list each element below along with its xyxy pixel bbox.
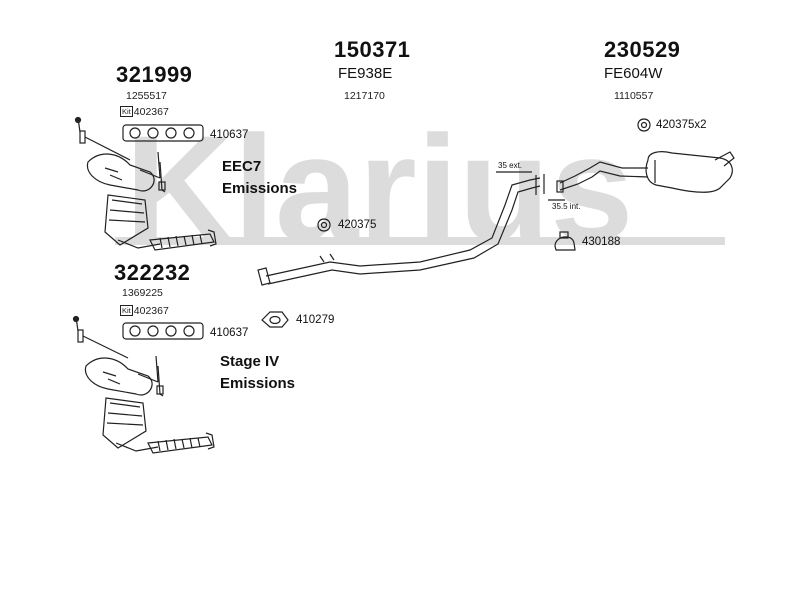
catalyst-assembly-2 xyxy=(72,315,215,454)
catalyst-1-part-number: 321999 xyxy=(116,62,193,87)
kit-label: Kit xyxy=(120,305,133,316)
rubber-mount-centre xyxy=(317,218,331,232)
catalyst-2-part-number: 322232 xyxy=(114,260,191,285)
catalyst-2-note-line2: Emissions xyxy=(220,375,296,392)
centre-pipe-part-number: 150371 xyxy=(334,37,411,62)
gasket-strip-2 xyxy=(122,322,204,340)
flange-gasket-number: 410279 xyxy=(296,314,335,326)
catalyst-1-note-line1: EEC7 xyxy=(222,158,262,175)
centre-pipe-oe-number: 1217170 xyxy=(344,90,385,102)
clamp-number: 430188 xyxy=(582,236,621,248)
catalyst-2-note-line1: Stage IV xyxy=(220,353,280,370)
dimension-ext: 35 ext. xyxy=(498,161,523,170)
catalyst-1-oe-number: 1255517 xyxy=(126,90,167,102)
kit-label: Kit xyxy=(120,106,133,117)
catalyst-1-gasket-number: 410637 xyxy=(210,129,249,141)
centre-pipe-code: FE938E xyxy=(338,65,393,82)
catalyst-assembly-1 xyxy=(74,116,217,251)
catalyst-1-note-line2: Emissions xyxy=(222,180,298,197)
centre-pipe xyxy=(257,177,541,286)
gasket-strip-1 xyxy=(122,124,204,142)
clamp-part xyxy=(554,231,576,251)
catalyst-2-oe-number: 1369225 xyxy=(122,287,163,299)
centre-mount-number: 420375 xyxy=(338,219,377,231)
rear-silencer xyxy=(496,151,735,201)
rubber-mount-rear xyxy=(637,118,651,132)
catalyst-2-gasket-number: 410637 xyxy=(210,327,249,339)
rear-mount-number: 420375x2 xyxy=(656,119,707,131)
kit-number: 402367 xyxy=(133,106,169,118)
dimension-int: 35.5 int. xyxy=(552,202,581,211)
flange-gasket xyxy=(261,311,289,328)
kit-number: 402367 xyxy=(133,305,169,317)
rear-box-code: FE604W xyxy=(604,65,663,82)
rear-box-part-number: 230529 xyxy=(604,37,681,62)
klarius-watermark: Klarius xyxy=(115,125,725,265)
rear-box-oe-number: 1110557 xyxy=(614,90,654,102)
